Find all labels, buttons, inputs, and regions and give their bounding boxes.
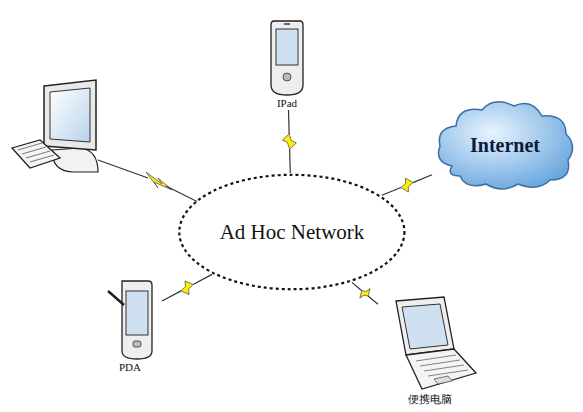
node-title: Internet (470, 134, 540, 157)
tablet-icon (270, 19, 304, 97)
laptop-icon (382, 295, 478, 393)
wireless-link (162, 274, 212, 301)
pda-icon (106, 277, 154, 361)
wireless-link (352, 282, 378, 304)
node-title: Ad Hoc Network (220, 220, 365, 245)
device-label: 便携电脑 (406, 393, 454, 406)
laptop-device: 便携电脑 (378, 290, 482, 406)
wireless-link (382, 175, 432, 195)
internet-cloud: Internet (432, 96, 578, 194)
ipad-device: IPad (260, 6, 314, 110)
wireless-link (282, 110, 296, 173)
pda-device: PDA (98, 262, 162, 374)
device-label: IPad (275, 97, 299, 110)
adhoc-network: Ad Hoc Network (177, 173, 407, 291)
device-label: PDA (117, 361, 143, 374)
